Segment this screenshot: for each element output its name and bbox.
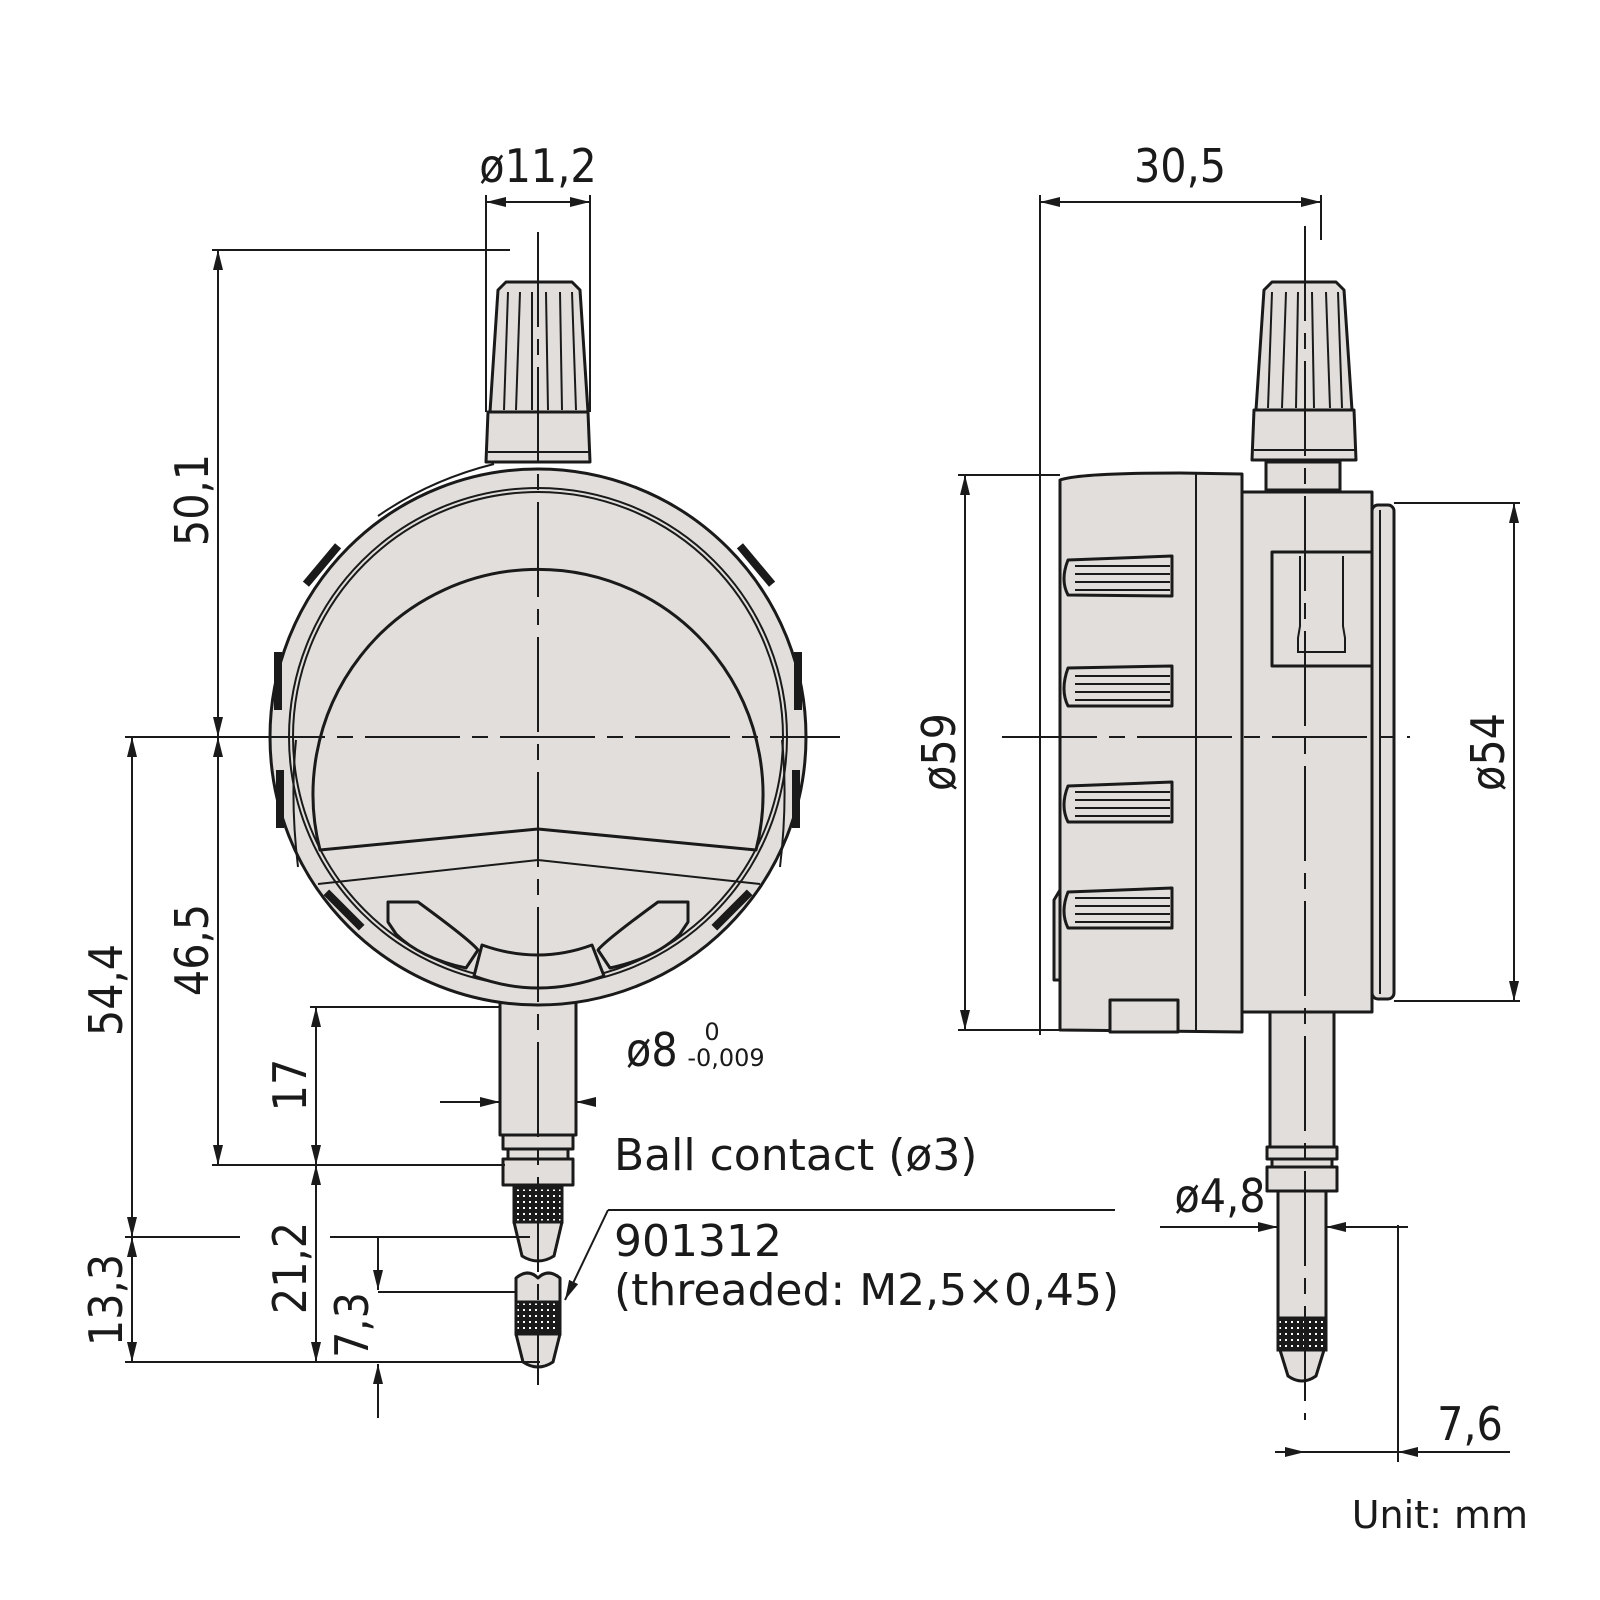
lower-height-label: 46,5	[165, 904, 219, 996]
thread-spec-note: (threaded: M2,5×0,45)	[614, 1265, 1119, 1316]
dim-cap-diameter: ø11,2	[479, 139, 597, 412]
top-height-label: 50,1	[165, 454, 219, 546]
dim-bezel-diameter: ø59	[912, 474, 1060, 1031]
depth-label: 30,5	[1134, 139, 1226, 193]
stem-diameter-label: ø8	[626, 1023, 678, 1077]
bezel-diameter-label: ø59	[912, 713, 966, 791]
dim-spindle-diameter: ø4,8	[1160, 1169, 1408, 1462]
button-left[interactable]	[386, 900, 480, 970]
side-spindle	[1265, 1010, 1339, 1383]
tip-offset-label: 7,3	[325, 1292, 379, 1358]
stem-length-label: 17	[263, 1059, 317, 1112]
stem-tolerance-lower: -0,009	[687, 1044, 764, 1072]
part-number-note: 901312	[614, 1216, 782, 1267]
dim-stem-diameter: ø8 0 -0,009	[440, 1018, 765, 1107]
dim-depth: 30,5	[1039, 139, 1322, 1035]
dim-spindle-offset: 7,6	[1275, 1397, 1510, 1457]
contact-notes: Ball contact (ø3) 901312 (threaded: M2,5…	[564, 1130, 1119, 1316]
front-view: ø11,2 50,1 46,5 54,4 17 ø8 0	[79, 139, 1119, 1418]
side-housing	[1052, 471, 1396, 1034]
side-grips	[1062, 554, 1174, 930]
overall-lower-label: 54,4	[79, 944, 133, 1036]
dim-back-diameter: ø54	[1394, 502, 1520, 1002]
unit-label: Unit: mm	[1352, 1493, 1528, 1537]
back-diameter-label: ø54	[1461, 713, 1515, 791]
ball-contact-note: Ball contact (ø3)	[614, 1130, 977, 1181]
stem-tolerance-upper: 0	[704, 1018, 719, 1046]
button-right[interactable]	[596, 900, 690, 970]
rim-grips	[274, 543, 802, 931]
dim-contact-lengths: 21,2 13,3 7,3	[79, 1165, 540, 1418]
dim-stem-length: 17	[263, 1006, 500, 1165]
contact-length-label: 21,2	[263, 1222, 317, 1314]
dim-heights: 50,1 46,5	[165, 249, 510, 1166]
spindle-diameter-label: ø4,8	[1174, 1169, 1265, 1223]
side-view: 30,5 ø59 ø54 ø4,8 7,6	[912, 139, 1520, 1462]
tip-length-label: 13,3	[79, 1254, 133, 1346]
spindle-offset-label: 7,6	[1437, 1397, 1503, 1451]
dim-overall-lower: 54,4	[79, 736, 232, 1237]
cap-diameter-label: ø11,2	[479, 139, 596, 193]
